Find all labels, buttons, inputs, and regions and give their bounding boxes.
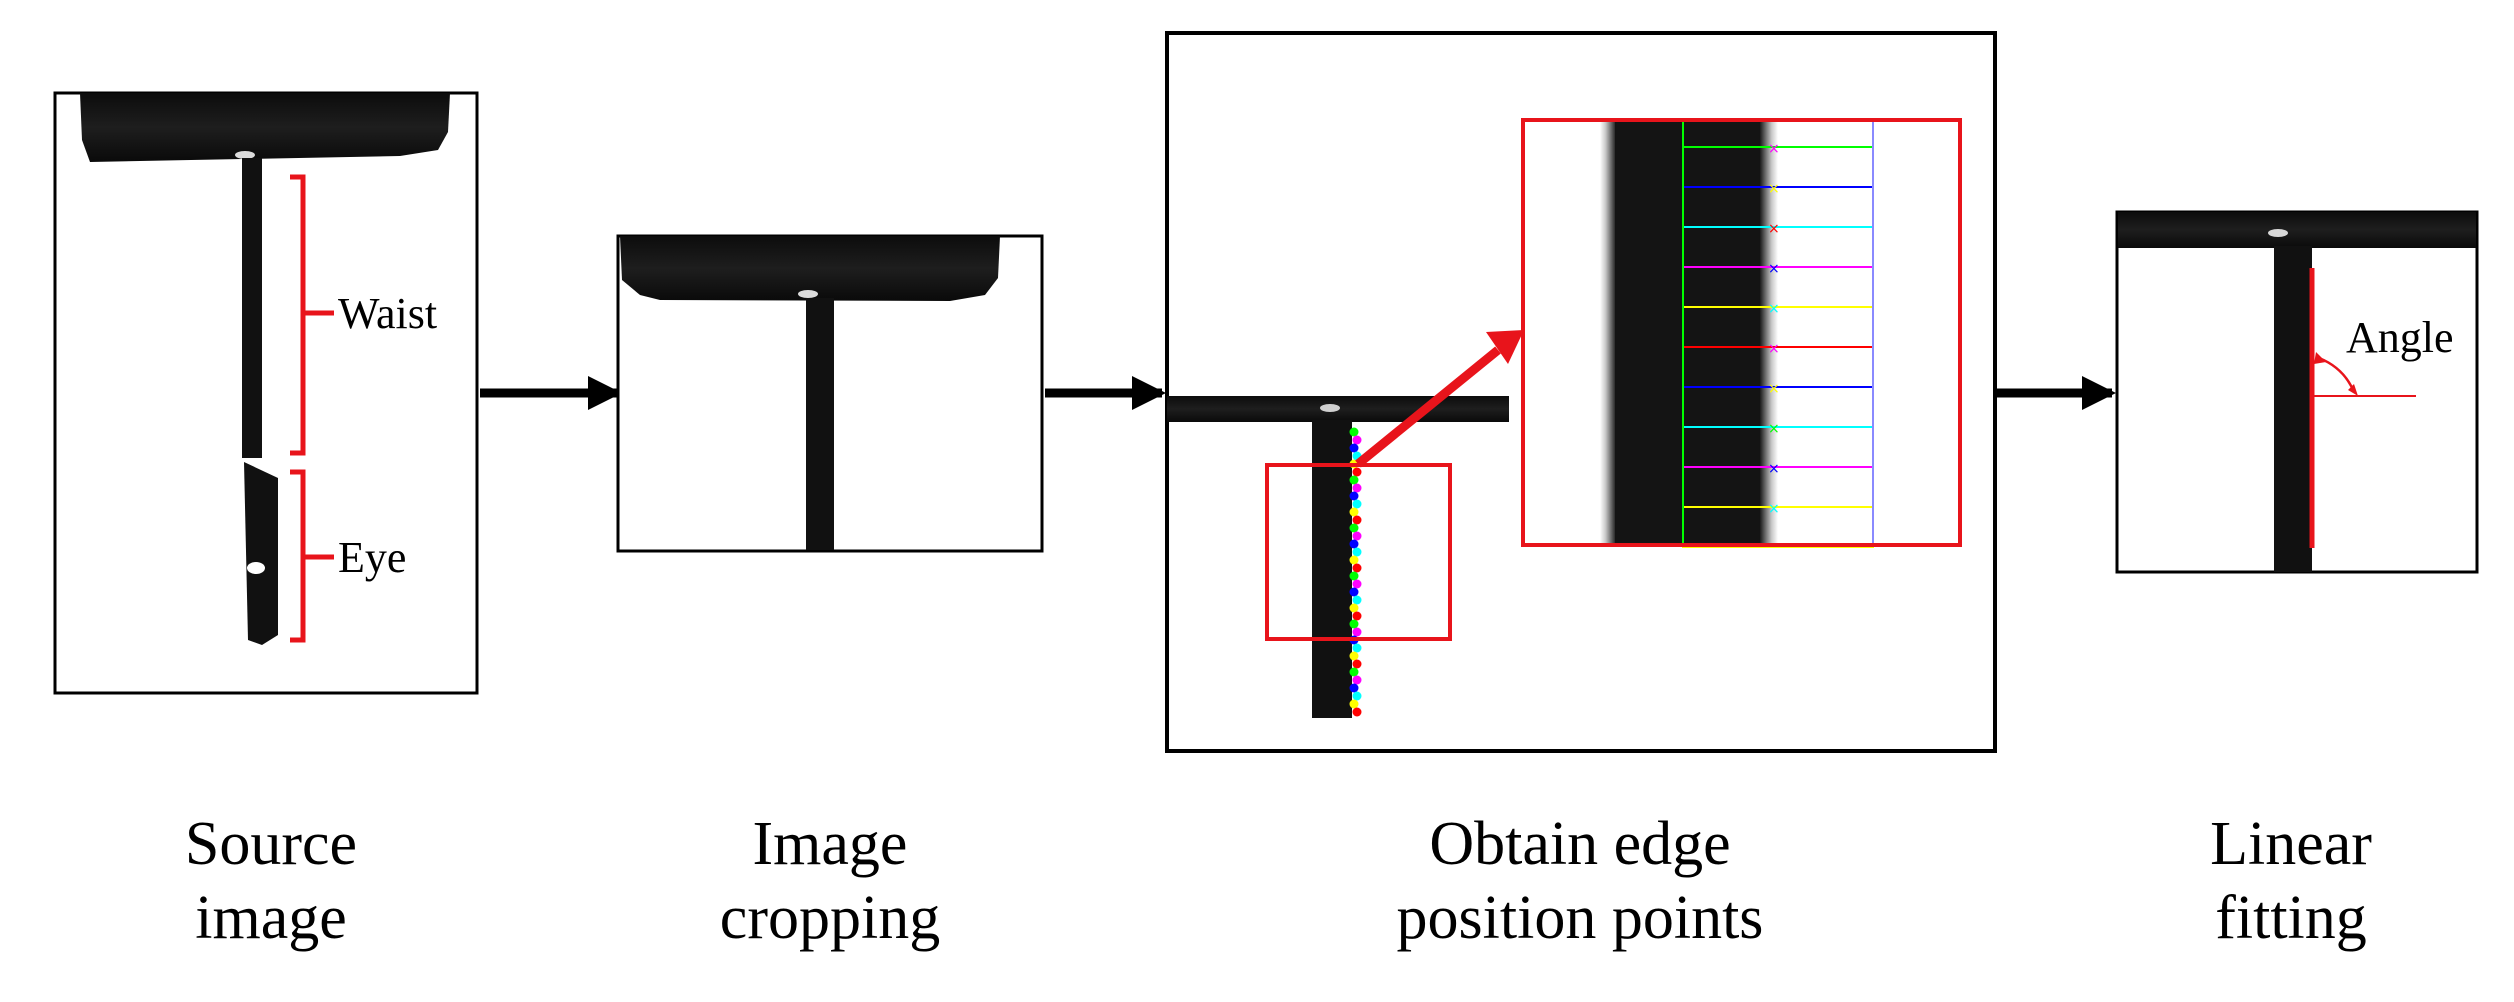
edge-point — [1352, 707, 1362, 717]
edge-panel-mount-highlight — [1320, 404, 1340, 412]
edge-point-marker: × — [1768, 261, 1780, 277]
zoom-inset: × × × × × × × × × × — [1521, 118, 1962, 548]
edge-point — [1349, 555, 1359, 565]
flow-arrow-3-head — [2082, 376, 2116, 410]
edge-scan-ladder: × × × × × × × × × × — [1682, 122, 1874, 548]
zoom-needle-body — [1615, 122, 1770, 543]
waist-label: Waist — [338, 289, 437, 338]
caption-obtain-edge-line2: position points — [1396, 884, 1764, 952]
caption-linear-fitting-line2: fitting — [2215, 884, 2367, 952]
caption-linear-fitting-line1: Linear — [2210, 810, 2372, 878]
edge-point — [1349, 683, 1359, 693]
edge-point — [1352, 467, 1362, 477]
angle-label: Angle — [2346, 313, 2454, 362]
source-mount-highlight — [235, 151, 255, 159]
edge-point — [1349, 539, 1359, 549]
source-mount — [80, 93, 450, 162]
edge-point-marker: × — [1768, 461, 1780, 477]
edge-point — [1349, 507, 1359, 517]
edge-point — [1349, 443, 1359, 453]
caption-source-image: Source image — [121, 807, 421, 955]
edge-point — [1352, 499, 1362, 509]
edge-point-marker: × — [1768, 381, 1780, 397]
source-needle-waist — [242, 158, 262, 458]
fitting-mount — [2118, 212, 2476, 248]
fitting-needle — [2274, 246, 2312, 572]
fitting-mount-highlight — [2268, 229, 2288, 237]
caption-linear-fitting: Linear fitting — [2141, 807, 2441, 955]
edge-point-marker: × — [1768, 141, 1780, 157]
eye-bracket — [290, 469, 334, 643]
cropping-mount-highlight — [798, 290, 818, 298]
edge-point — [1352, 531, 1362, 541]
edge-point-marker: × — [1768, 341, 1780, 357]
cropping-needle — [806, 298, 834, 550]
flow-arrow-1-head — [588, 376, 622, 410]
edge-point-marker: × — [1768, 421, 1780, 437]
edge-point-marker: × — [1768, 221, 1780, 237]
caption-source-image-line2: image — [195, 884, 347, 952]
eye-label: Eye — [338, 533, 406, 582]
edge-point — [1349, 603, 1359, 613]
cropping-mount — [620, 236, 1000, 301]
edge-point-marker: × — [1768, 181, 1780, 197]
source-eye-hole — [247, 562, 265, 574]
caption-source-image-line1: Source — [184, 810, 358, 878]
edge-point — [1349, 699, 1359, 709]
angle-arc-head-top — [2314, 352, 2326, 364]
source-image-panel: Waist Eye — [53, 91, 479, 695]
edge-point — [1352, 547, 1362, 557]
zoom-selection-box — [1265, 463, 1452, 641]
edge-point — [1352, 563, 1362, 573]
edge-point — [1349, 491, 1359, 501]
edge-point — [1352, 691, 1362, 701]
edge-points-panel: × × × × × × × × × × — [1165, 31, 1997, 753]
edge-point — [1352, 515, 1362, 525]
edge-point — [1349, 571, 1359, 581]
edge-point — [1352, 643, 1362, 653]
waist-bracket — [290, 174, 334, 456]
edge-point-column — [1349, 427, 1362, 717]
edge-point — [1352, 483, 1362, 493]
edge-point — [1352, 627, 1362, 637]
source-needle-eye — [244, 462, 278, 645]
edge-point — [1352, 659, 1362, 669]
edge-point — [1352, 611, 1362, 621]
zoom-arrow — [1355, 346, 1501, 468]
edge-point — [1349, 667, 1359, 677]
caption-image-cropping: Image cropping — [680, 807, 980, 955]
edge-point — [1349, 651, 1359, 661]
edge-point — [1352, 595, 1362, 605]
edge-point-marker: × — [1768, 301, 1780, 317]
edge-point — [1349, 523, 1359, 533]
zoom-arrow-head — [1486, 330, 1524, 364]
edge-point-marker: × — [1768, 501, 1780, 517]
caption-image-cropping-line2: cropping — [719, 884, 941, 952]
edge-panel-needle — [1312, 420, 1352, 718]
edge-point — [1349, 587, 1359, 597]
linear-fitting-panel: Angle — [2115, 210, 2479, 574]
edge-point — [1349, 475, 1359, 485]
caption-obtain-edge: Obtain edge position points — [1330, 807, 1830, 955]
edge-point — [1352, 675, 1362, 685]
zoom-blur-left — [1600, 122, 1616, 543]
caption-image-cropping-line1: Image — [752, 810, 908, 878]
zoom-inset-frame — [1521, 118, 1962, 547]
cropping-panel — [616, 234, 1044, 553]
flow-arrow-2-head — [1132, 376, 1166, 410]
edge-point — [1352, 435, 1362, 445]
edge-point — [1349, 619, 1359, 629]
angle-arc-head-bottom — [2348, 384, 2358, 396]
edge-point — [1349, 427, 1359, 437]
edge-point — [1352, 579, 1362, 589]
caption-obtain-edge-line1: Obtain edge — [1429, 810, 1731, 878]
